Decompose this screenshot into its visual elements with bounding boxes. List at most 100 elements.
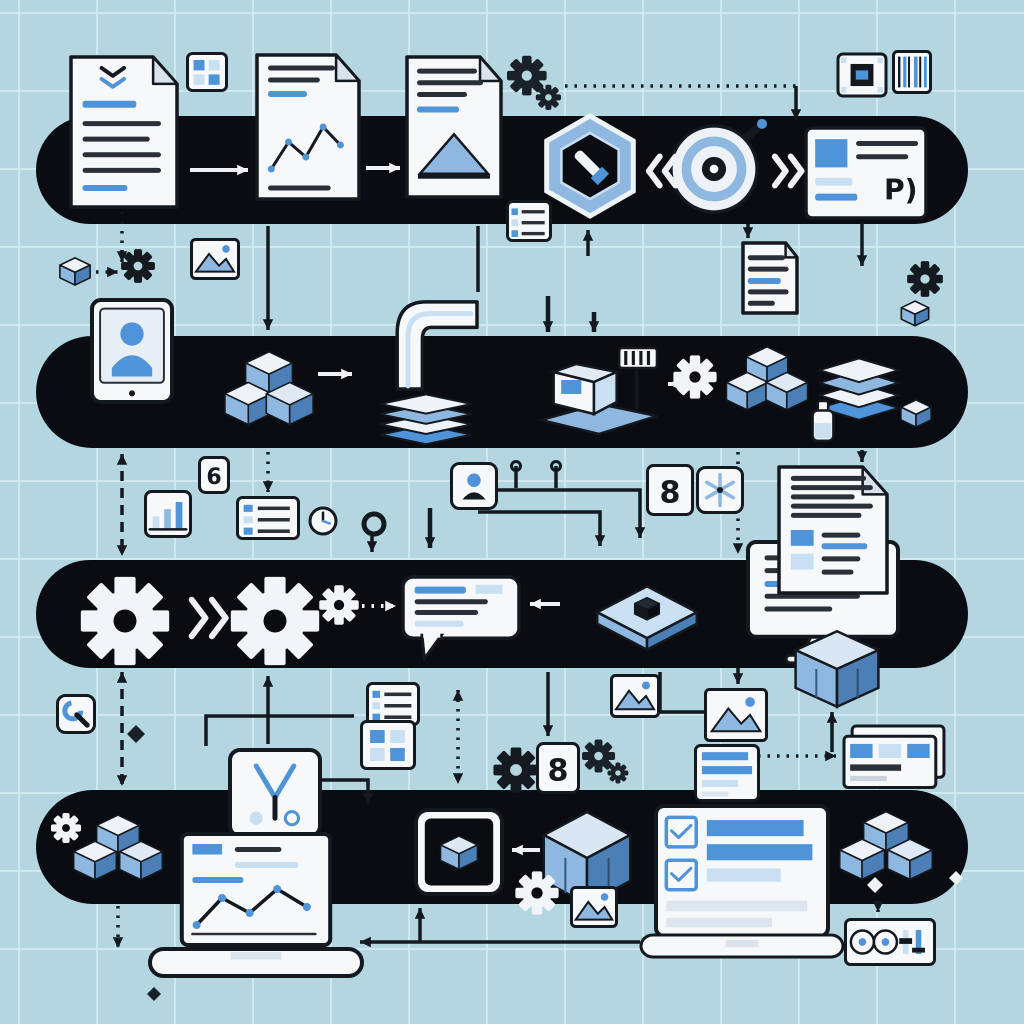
list-card-icon (236, 496, 300, 540)
cube-icon-art (900, 399, 932, 428)
browser-window-icon-art: P) (804, 126, 928, 220)
framed-cube-icon (414, 808, 504, 896)
document-icon-art (777, 465, 889, 595)
list-card-icon (694, 744, 760, 802)
window-grid-icon-art (360, 720, 416, 770)
flow-arrow (424, 508, 436, 548)
gear-icon (906, 260, 944, 298)
gear-icon (78, 574, 172, 668)
cube-3d-icon-art (792, 629, 882, 709)
cube-icon-art (900, 300, 930, 327)
gear-icon-art (319, 585, 359, 625)
gear-icon (672, 354, 718, 400)
gear-icon-art (230, 576, 320, 666)
box-stack-icon-art (224, 350, 314, 426)
window-grid-icon (186, 52, 228, 92)
chevrons-right-icon (771, 152, 808, 190)
chip-icon-art (836, 52, 888, 98)
flow-arrow (512, 844, 540, 856)
flow-arrow (96, 266, 118, 278)
flow-arrow (758, 750, 836, 762)
document-icon (776, 464, 890, 596)
badge-8-icon: 8 (646, 464, 694, 516)
framed-cube-icon-art (414, 808, 504, 896)
flow-arrow (732, 452, 744, 554)
flow-arrow (742, 224, 754, 238)
scanner-machine-icon (536, 342, 662, 442)
cube-icon (894, 392, 938, 434)
diamond-icon-art (949, 871, 963, 885)
target-icon (668, 118, 768, 216)
layer-stack-icon-art (380, 393, 472, 446)
svg-text:6: 6 (206, 465, 221, 490)
clock-icon-art (308, 506, 338, 536)
browser-window-icon-art (654, 804, 830, 938)
clock-icon (308, 506, 338, 536)
chevrons-left-icon (645, 152, 682, 190)
speech-bubble-icon-art (401, 575, 521, 663)
image-icon-art (570, 886, 618, 928)
flow-arrow (542, 296, 554, 332)
box-stack-icon-art (72, 814, 164, 881)
gear-icon-art (80, 576, 170, 666)
flow-arrow (362, 600, 396, 612)
flow-arrow (116, 212, 128, 262)
badge-6-icon: 6 (198, 456, 230, 494)
flow-arrow (872, 872, 884, 912)
tablet-user-icon (90, 298, 174, 404)
flow-arrow (452, 690, 464, 784)
flow-arrow (366, 162, 400, 174)
box-stack-icon (224, 338, 314, 434)
cube-3d-icon (792, 628, 882, 710)
gear-icon-art (907, 261, 943, 297)
box-stack-icon (68, 804, 168, 886)
gear-icon (318, 584, 360, 626)
design-tool-icon (228, 748, 322, 838)
chevrons-right-icon-art (771, 153, 805, 189)
platform-icon-art (594, 584, 700, 652)
box-stack-icon-art (725, 346, 809, 411)
flow-arrow (478, 510, 606, 546)
target-icon-art (669, 118, 767, 214)
document-icon-art (741, 241, 799, 315)
flow-arrow (550, 460, 562, 488)
gear-icon (50, 812, 82, 844)
list-card-icon (506, 200, 552, 242)
laptop-icon-art (148, 832, 364, 978)
gear-icon (492, 746, 540, 794)
control-panel-icon-art (844, 918, 936, 966)
document-icon (740, 240, 800, 316)
bar-chart-icon (144, 490, 192, 538)
browser-window-icon: P) (804, 126, 928, 220)
table-card-icon (842, 724, 946, 790)
browser-window-icon (654, 804, 830, 938)
flow-arrow (262, 226, 274, 330)
hexagon-tool-icon (536, 110, 644, 222)
gear-icon (228, 574, 322, 668)
snowflake-badge-icon (696, 466, 744, 514)
flow-arrow (262, 676, 274, 744)
gear-icon-art (493, 747, 539, 793)
box-stack-icon-art (838, 810, 934, 881)
layer-stack-icon (374, 386, 478, 446)
svg-text:P): P) (884, 173, 918, 206)
chevrons-right-icon (188, 594, 234, 642)
gear-icon (514, 870, 560, 916)
gears-icon (578, 736, 632, 786)
gears-icon-art (507, 55, 562, 110)
control-panel-icon (844, 918, 936, 966)
cube-icon (894, 294, 936, 332)
diamond-icon-art (127, 725, 145, 743)
layer-stack-icon (814, 348, 904, 422)
document-icon (404, 54, 504, 200)
flow-arrow (262, 452, 274, 492)
design-tool-icon-art (228, 748, 322, 838)
badge-8-icon-art: 8 (646, 464, 694, 516)
platform-icon (594, 582, 700, 654)
diamond-icon (146, 986, 162, 1002)
list-card-icon-art (506, 200, 552, 242)
box-stack-icon (724, 336, 810, 416)
badge-8-icon-art: 8 (536, 742, 580, 794)
gear-icon-art (50, 812, 82, 844)
layer-stack-icon-art (815, 357, 903, 421)
